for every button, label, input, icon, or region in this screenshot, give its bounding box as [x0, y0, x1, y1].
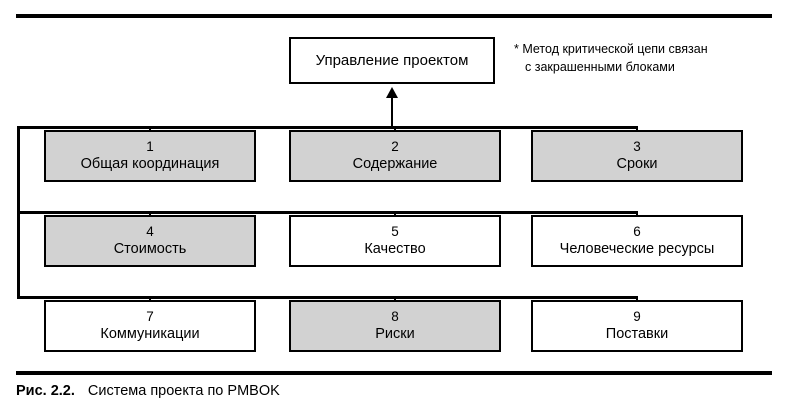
- connector-stub-box-3: [636, 126, 638, 132]
- connector-stub-box-6: [636, 211, 638, 217]
- caption-number: Рис. 2.2.: [16, 383, 75, 399]
- box-label-8: Риски: [375, 326, 415, 343]
- box-number-1: 1: [146, 138, 154, 154]
- knowledge-area-box-4: 4 Стоимость: [44, 215, 256, 267]
- box-label-9: Поставки: [605, 326, 669, 343]
- box-number-8: 8: [391, 308, 399, 324]
- box-label-3: Сроки: [616, 156, 658, 173]
- top-box-label: Управление проектом: [315, 52, 469, 69]
- connector-stub-box-1: [149, 126, 151, 132]
- figure-top-rule: [16, 14, 772, 18]
- connector-stub-box-9: [636, 296, 638, 302]
- box-number-3: 3: [633, 138, 641, 154]
- box-label-5: Качество: [364, 241, 426, 258]
- knowledge-area-box-8: 8 Риски: [289, 300, 501, 352]
- knowledge-area-box-3: 3 Сроки: [531, 130, 743, 182]
- connector-stub-box-2: [394, 126, 396, 132]
- box-number-9: 9: [633, 308, 641, 324]
- footnote-critical-chain: * Метод критической цепи связан с закраш…: [514, 40, 779, 76]
- figure-caption: Рис. 2.2. Система проекта по PMBOK: [16, 383, 280, 399]
- box-label-1: Общая координация: [80, 156, 220, 173]
- figure-bottom-rule: [16, 371, 772, 375]
- knowledge-area-box-6: 6 Человеческие ресурсы: [531, 215, 743, 267]
- box-label-6: Человеческие ресурсы: [559, 241, 715, 258]
- connector-stub-box-4: [149, 211, 151, 217]
- connector-rail-row-2: [17, 211, 636, 214]
- knowledge-area-box-1: 1 Общая координация: [44, 130, 256, 182]
- connector-stub-box-7: [149, 296, 151, 302]
- top-box-project-management: Управление проектом: [289, 37, 495, 84]
- box-number-4: 4: [146, 223, 154, 239]
- box-number-2: 2: [391, 138, 399, 154]
- box-label-4: Стоимость: [113, 241, 187, 258]
- knowledge-area-box-5: 5 Качество: [289, 215, 501, 267]
- connector-spine-left: [17, 126, 20, 299]
- box-number-7: 7: [146, 308, 154, 324]
- knowledge-area-box-7: 7 Коммуникации: [44, 300, 256, 352]
- connector-rail-row-1: [17, 126, 636, 129]
- footnote-line-2: с закрашенными блоками: [525, 60, 675, 75]
- box-number-6: 6: [633, 223, 641, 239]
- connector-stub-box-5: [394, 211, 396, 217]
- knowledge-area-box-2: 2 Содержание: [289, 130, 501, 182]
- knowledge-area-box-9: 9 Поставки: [531, 300, 743, 352]
- connector-rail-row-3: [17, 296, 636, 299]
- box-number-5: 5: [391, 223, 399, 239]
- footnote-line-1: * Метод критической цепи связан: [514, 42, 708, 56]
- caption-text: Система проекта по PMBOK: [87, 383, 280, 399]
- arrow-stem-to-top-box: [391, 95, 393, 127]
- arrow-head-to-top-box: [386, 87, 398, 98]
- box-label-7: Коммуникации: [100, 326, 200, 343]
- connector-stub-box-8: [394, 296, 396, 302]
- box-label-2: Содержание: [352, 156, 438, 173]
